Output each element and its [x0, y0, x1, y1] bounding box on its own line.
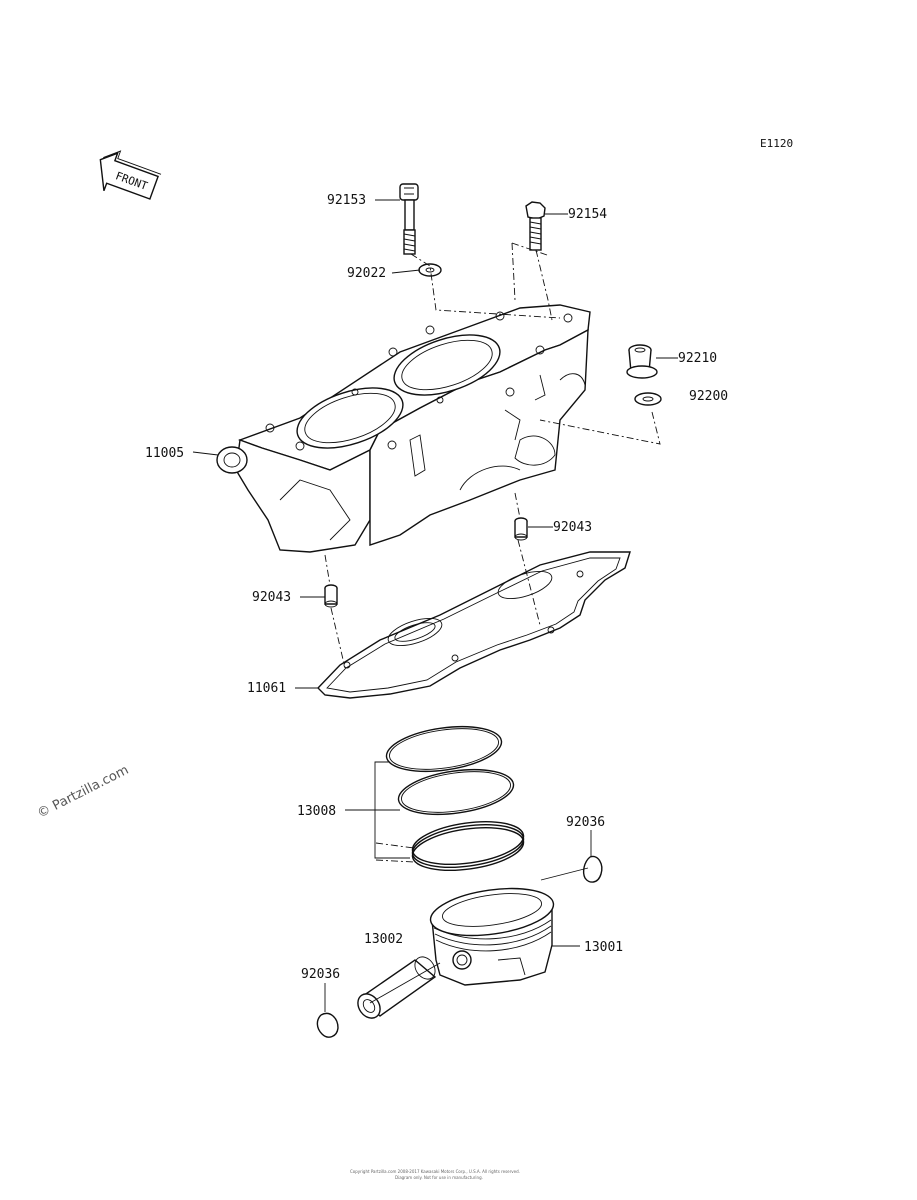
leader-lines [192, 199, 678, 1012]
part-label-92043-right[interactable]: 92043 [553, 520, 592, 535]
part-label-13002[interactable]: 13002 [364, 932, 403, 947]
part-label-13008[interactable]: 13008 [297, 804, 336, 819]
part-label-92036-left[interactable]: 92036 [301, 967, 340, 982]
dowel-pin-92043-left[interactable] [324, 584, 338, 608]
part-label-92036-right[interactable]: 92036 [566, 815, 605, 830]
watermark: © Partzilla.com [35, 763, 131, 822]
piston-rings-13008[interactable] [384, 720, 527, 876]
footer-line-2: Diagram only. Not for use in manufacturi… [395, 1175, 483, 1180]
bolt-92154[interactable] [525, 201, 546, 251]
part-label-92200[interactable]: 92200 [689, 389, 728, 404]
cylinder-block[interactable] [216, 304, 591, 553]
circlip-92036-left[interactable] [316, 1012, 339, 1038]
part-number-labels: 92153 92154 92022 92210 92200 11005 9204… [145, 193, 728, 982]
part-label-92154[interactable]: 92154 [568, 207, 607, 222]
base-gasket-11061[interactable] [317, 551, 631, 699]
part-label-92153[interactable]: 92153 [327, 193, 366, 208]
part-label-92210[interactable]: 92210 [678, 351, 717, 366]
part-label-11005[interactable]: 11005 [145, 446, 184, 461]
washer-92200[interactable] [634, 392, 662, 406]
circlip-92036-right[interactable] [582, 855, 603, 883]
front-arrow-icon: FRONT [99, 150, 162, 200]
part-label-11061[interactable]: 11061 [247, 681, 286, 696]
assembly-lines [324, 242, 661, 1004]
bolt-92153[interactable] [399, 183, 419, 255]
dowel-pin-92043-right[interactable] [514, 517, 528, 541]
fitting-92210[interactable] [626, 344, 658, 379]
part-label-13001[interactable]: 13001 [584, 940, 623, 955]
part-label-92043-left[interactable]: 92043 [252, 590, 291, 605]
part-label-92022[interactable]: 92022 [347, 266, 386, 281]
footer-line-1: Copyright Partzilla.com 2008-2017 Kawasa… [350, 1169, 520, 1174]
washer-92022[interactable] [418, 263, 442, 277]
piston-13001[interactable] [428, 882, 557, 986]
diagram-code: E1120 [760, 137, 793, 150]
